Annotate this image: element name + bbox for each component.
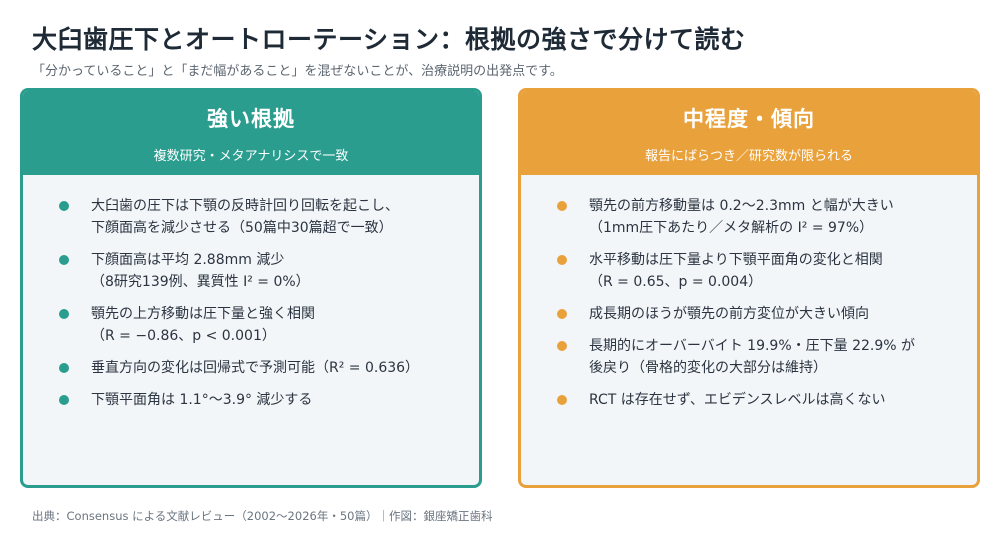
bullet-dot-icon: [557, 395, 567, 405]
bullet-text-line: RCT は存在せず、エビデンスレベルは高くない: [589, 392, 886, 408]
bullet-text-line: （R = 0.65、p = 0.004）: [589, 274, 763, 290]
bullet-item: 成長期のほうが顎先の前方変位が大きい傾向: [557, 303, 953, 325]
bullet-dot-icon: [59, 363, 69, 373]
bullet-text-line: 下顔面高を減少させる（50篇中30篇超で一致）: [91, 220, 393, 236]
moderate-evidence-title: 中程度・傾向: [683, 107, 815, 131]
bullet-text-line: 下顔面高は平均 2.88mm 減少: [91, 252, 285, 268]
bullet-dot-icon: [557, 341, 567, 351]
strong-evidence-subtitle: 複数研究・メタアナリシスで一致: [153, 149, 349, 164]
bullet-text: RCT は存在せず、エビデンスレベルは高くない: [589, 389, 886, 411]
bullet-dot-icon: [59, 309, 69, 319]
bullet-text-line: 水平移動は圧下量より下顎平面角の変化と相関: [589, 252, 883, 268]
bullet-text-line: （1mm圧下あたり／メタ解析の I² = 97%）: [589, 220, 874, 236]
bullet-dot-icon: [557, 201, 567, 211]
bullet-item: 顎先の上方移動は圧下量と強く相関 （R = −0.86、p < 0.001）: [59, 303, 455, 347]
bullet-text: 長期的にオーバーバイト 19.9%・圧下量 22.9% が後戻り（骨格的変化の大…: [589, 335, 915, 379]
bullet-text-line: 下顎平面角は 1.1°〜3.9° 減少する: [91, 392, 313, 408]
strong-evidence-title: 強い根拠: [207, 107, 295, 131]
source-footnote: 出典：Consensus による文献レビュー（2002〜2026年・50篇）｜作…: [32, 509, 493, 523]
bullet-text: 顎先の上方移動は圧下量と強く相関 （R = −0.86、p < 0.001）: [91, 303, 315, 347]
bullet-text: 水平移動は圧下量より下顎平面角の変化と相関 （R = 0.65、p = 0.004…: [589, 249, 883, 293]
page-title: 大臼歯圧下とオートローテーション：根拠の強さで分けて読む: [32, 25, 746, 54]
bullet-item: 顎先の前方移動量は 0.2〜2.3mm と幅が大きい （1mm圧下あたり／メタ解析…: [557, 195, 953, 239]
bullet-item: 長期的にオーバーバイト 19.9%・圧下量 22.9% が後戻り（骨格的変化の大…: [557, 335, 953, 379]
bullet-text: 下顔面高は平均 2.88mm 減少 （8研究139例、異質性 I² = 0%）: [91, 249, 310, 293]
bullet-dot-icon: [557, 309, 567, 319]
bullet-text-line: 長期的にオーバーバイト 19.9%・圧下量 22.9% が: [589, 338, 916, 354]
bullet-text: 成長期のほうが顎先の前方変位が大きい傾向: [589, 303, 869, 325]
bullet-dot-icon: [59, 201, 69, 211]
bullet-item: RCT は存在せず、エビデンスレベルは高くない: [557, 389, 953, 411]
bullet-item: 下顔面高は平均 2.88mm 減少 （8研究139例、異質性 I² = 0%）: [59, 249, 455, 293]
bullet-item: 垂直方向の変化は回帰式で予測可能（R² = 0.636）: [59, 357, 455, 379]
bullet-text: 垂直方向の変化は回帰式で予測可能（R² = 0.636）: [91, 357, 419, 379]
moderate-evidence-list: 顎先の前方移動量は 0.2〜2.3mm と幅が大きい （1mm圧下あたり／メタ解析…: [521, 175, 977, 411]
bullet-text-line: （8研究139例、異質性 I² = 0%）: [91, 274, 310, 290]
page-subtitle: 「分かっていること」と「まだ幅があること」を混ぜないことが、治療説明の出発点です…: [32, 64, 563, 79]
bullet-text-line: 顎先の上方移動は圧下量と強く相関: [91, 306, 315, 322]
bullet-item: 大臼歯の圧下は下顎の反時計回り回転を起こし、下顔面高を減少させる（50篇中30篇…: [59, 195, 455, 239]
moderate-evidence-header: 中程度・傾向 報告にばらつき／研究数が限られる: [521, 91, 977, 175]
bullet-text-line: 後戻り（骨格的変化の大部分は維持）: [589, 360, 827, 376]
moderate-evidence-subtitle: 報告にばらつき／研究数が限られる: [644, 149, 853, 164]
bullet-item: 下顎平面角は 1.1°〜3.9° 減少する: [59, 389, 455, 411]
bullet-dot-icon: [59, 395, 69, 405]
bullet-dot-icon: [557, 255, 567, 265]
strong-evidence-card: 強い根拠 複数研究・メタアナリシスで一致 大臼歯の圧下は下顎の反時計回り回転を起…: [20, 88, 482, 488]
bullet-text-line: 成長期のほうが顎先の前方変位が大きい傾向: [589, 306, 869, 322]
bullet-text: 顎先の前方移動量は 0.2〜2.3mm と幅が大きい （1mm圧下あたり／メタ解析…: [589, 195, 894, 239]
bullet-dot-icon: [59, 255, 69, 265]
bullet-text-line: 垂直方向の変化は回帰式で予測可能（R² = 0.636）: [91, 360, 420, 376]
bullet-item: 水平移動は圧下量より下顎平面角の変化と相関 （R = 0.65、p = 0.004…: [557, 249, 953, 293]
bullet-text-line: 顎先の前方移動量は 0.2〜2.3mm と幅が大きい: [589, 198, 894, 214]
moderate-evidence-card: 中程度・傾向 報告にばらつき／研究数が限られる 顎先の前方移動量は 0.2〜2.…: [518, 88, 980, 488]
bullet-text-line: 大臼歯の圧下は下顎の反時計回り回転を起こし、: [91, 198, 399, 214]
bullet-text: 下顎平面角は 1.1°〜3.9° 減少する: [91, 389, 312, 411]
bullet-text-line: （R = −0.86、p < 0.001）: [91, 328, 276, 344]
bullet-text: 大臼歯の圧下は下顎の反時計回り回転を起こし、下顔面高を減少させる（50篇中30篇…: [91, 195, 399, 239]
strong-evidence-header: 強い根拠 複数研究・メタアナリシスで一致: [23, 91, 479, 175]
strong-evidence-list: 大臼歯の圧下は下顎の反時計回り回転を起こし、下顔面高を減少させる（50篇中30篇…: [23, 175, 479, 411]
